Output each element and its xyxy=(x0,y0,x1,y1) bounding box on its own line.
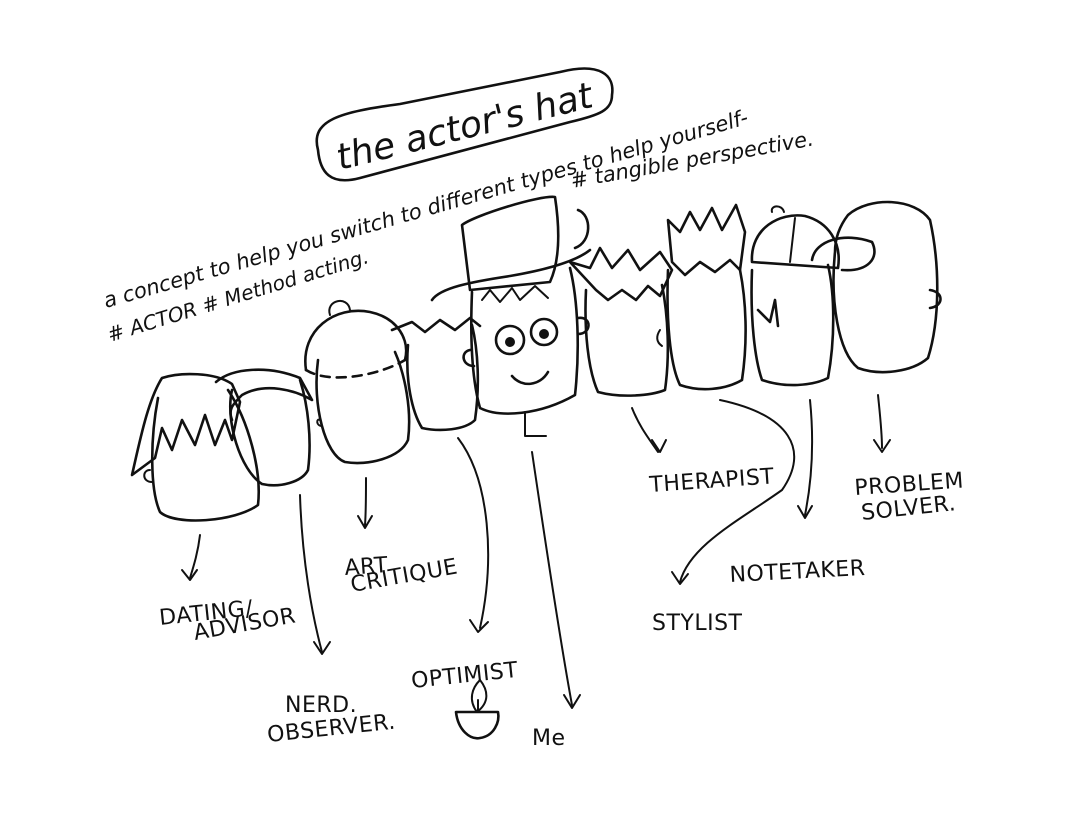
head-problem-solver xyxy=(810,200,942,374)
head-optimist xyxy=(390,316,482,432)
head-notetaker xyxy=(750,205,840,387)
labels: DATING/ ADVISOR NERD. OBSERVER. ART CRIT… xyxy=(158,464,965,751)
head-nerd-observer xyxy=(214,368,314,487)
candle-icon xyxy=(454,679,500,740)
label-art-critique-1: ART xyxy=(344,553,389,581)
head-therapist xyxy=(568,246,674,397)
label-nerd-1: NERD. xyxy=(285,693,357,718)
head-art-critique xyxy=(304,300,411,465)
head-me xyxy=(430,195,592,437)
head-stylist xyxy=(666,203,747,391)
label-notetaker: NOTETAKER xyxy=(729,556,866,588)
label-me: Me xyxy=(532,726,566,751)
label-stylist: STYLIST xyxy=(652,611,743,636)
connectors xyxy=(181,394,891,709)
label-optimist: OPTIMIST xyxy=(410,658,519,694)
label-therapist: THERAPIST xyxy=(648,464,775,498)
heads-row xyxy=(130,195,942,522)
head-dating-advisor xyxy=(130,372,260,522)
